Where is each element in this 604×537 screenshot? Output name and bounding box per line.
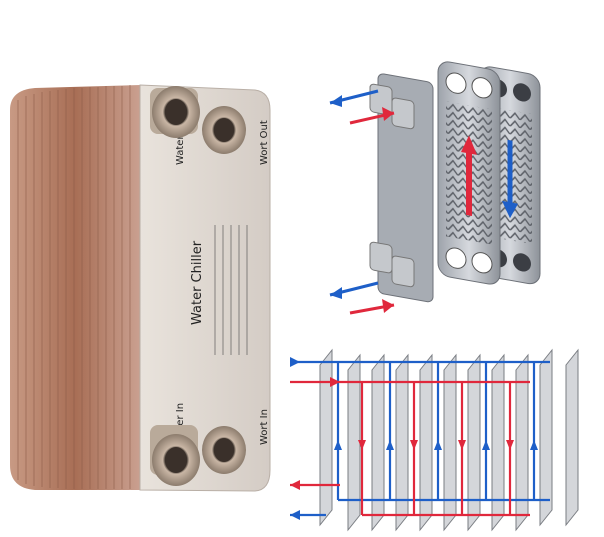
cold-flow-arrowheads (334, 440, 538, 450)
inlet-outlet-arrows (329, 89, 395, 315)
label-wort-in: Wort In (259, 409, 270, 445)
schematic-plates (319, 348, 579, 532)
front-cover-plate (139, 84, 271, 492)
hot-flow-arrowheads (358, 440, 514, 450)
port-top-right (202, 106, 246, 154)
port-top-left (150, 86, 200, 138)
plate-2 (437, 61, 501, 285)
plate-1-cover (369, 73, 434, 303)
label-water-out: Water Out (175, 114, 186, 165)
cold-flow-path (290, 360, 550, 517)
cover-label: Water Chiller Water In Water Out Wort In… (175, 114, 270, 445)
label-water-in: Water In (175, 403, 186, 445)
label-title: Water Chiller (190, 240, 205, 325)
counterflow-schematic (280, 340, 604, 537)
exploded-plate-diagram (320, 55, 604, 325)
plate-heat-exchanger-photo: Water Chiller Water In Water Out Wort In… (0, 70, 290, 510)
label-wort-out: Wort Out (259, 120, 270, 165)
copper-plate-stack (10, 85, 140, 490)
port-bottom-left (150, 425, 200, 486)
port-bottom-right (202, 426, 246, 474)
